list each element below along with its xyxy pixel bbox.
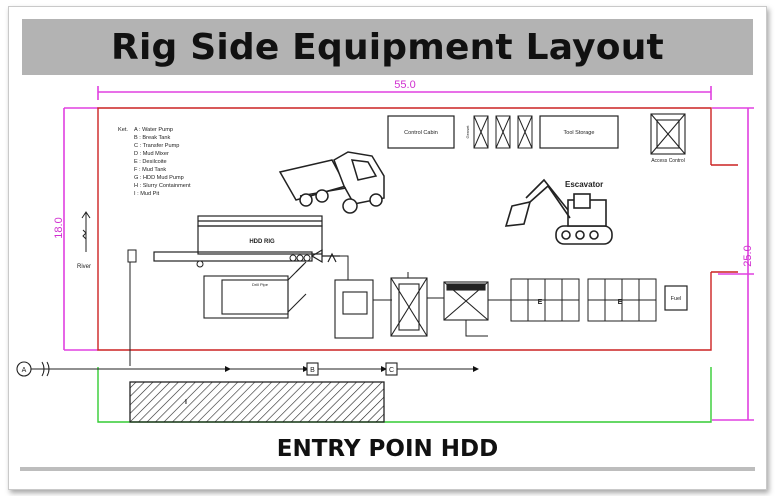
generator-label: Genset <box>465 125 470 139</box>
desilter-label-1: E <box>538 299 543 306</box>
dim-height-left-label: 18.0 <box>53 217 65 238</box>
legend-item: C : Transfer Pump <box>134 143 179 149</box>
legend-item: A : Water Pump <box>134 127 173 133</box>
legend-item: I : Mud Pit <box>134 191 160 197</box>
legend-item: B : Break Tank <box>134 135 170 141</box>
piping <box>322 255 488 337</box>
entry-point-label: ENTRY POIN HDD <box>276 436 499 462</box>
control-cabin <box>387 115 455 149</box>
legend-heading: Ket. <box>118 127 128 133</box>
river-indicator <box>81 211 91 252</box>
hdd-rig-label: HDD RIG <box>249 239 275 245</box>
access-control-label: Access Control <box>651 158 685 164</box>
drill-pipe-rack <box>203 261 307 319</box>
dimension-lines <box>63 86 754 421</box>
river-label: River <box>77 264 91 270</box>
green-boundary <box>97 367 712 423</box>
dim-width-label: 55.0 <box>394 79 415 91</box>
node-c: C <box>385 362 398 376</box>
drill-pipe-label: Drill Pipe <box>252 282 269 287</box>
mud-pit <box>129 381 385 423</box>
access-control <box>650 113 686 155</box>
footer-divider <box>20 467 755 471</box>
legend: Ket. A : Water Pump B : Break Tank C : T… <box>118 127 191 197</box>
page-title: Rig Side Equipment Layout <box>111 26 664 68</box>
legend-item: G : HDD Mud Pump <box>134 175 184 181</box>
hdd-rig <box>153 215 340 264</box>
desilter-label-2: E <box>618 299 623 306</box>
legend-item: F : Mud Tank <box>134 167 166 173</box>
site-boundary <box>97 107 738 351</box>
rig-rollers <box>196 254 311 268</box>
node-a-label: A <box>22 367 27 374</box>
escavator-icon <box>504 178 613 245</box>
legend-item: H : Slurry Containment <box>134 183 191 189</box>
node-a: A <box>16 361 32 377</box>
legend-item: E : Desilcoite <box>134 159 167 165</box>
water-supply-line <box>30 361 479 377</box>
escavator-label: Escavator <box>565 180 603 189</box>
title-bar: Rig Side Equipment Layout <box>22 19 753 75</box>
mud-pit-label: I <box>185 399 187 406</box>
node-c-label: C <box>389 367 394 374</box>
tool-storage <box>539 115 619 149</box>
fuel-label: Fuel <box>671 296 682 302</box>
water-pump-unit <box>127 249 137 263</box>
node-b: B <box>306 362 319 376</box>
dim-height-right-label: 25.0 <box>742 245 754 266</box>
legend-item: D : Mud Mixer <box>134 151 169 157</box>
control-cabin-label: Control Cabin <box>404 130 438 136</box>
fuel-tank <box>664 285 688 311</box>
desilter-units <box>488 278 657 322</box>
node-b-label: B <box>310 367 315 374</box>
truck-icon <box>278 151 385 214</box>
tool-storage-label: Tool Storage <box>564 130 595 136</box>
mud-tanks <box>334 277 489 339</box>
generator-units <box>473 115 533 149</box>
